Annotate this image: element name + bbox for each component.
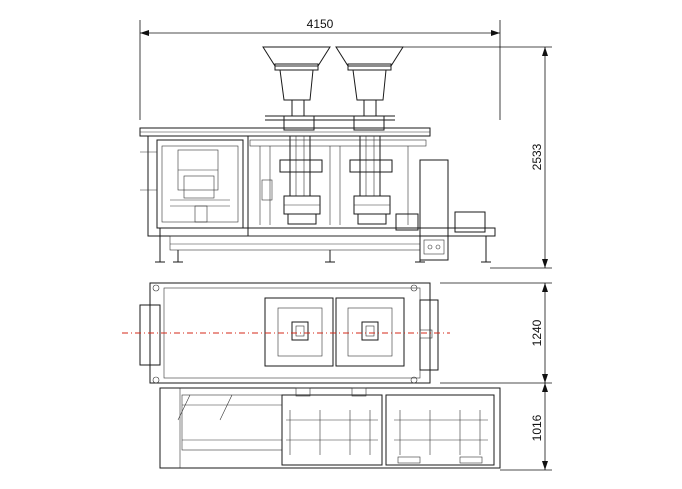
top-depth-label: 1240 bbox=[530, 319, 544, 346]
die-plate-right bbox=[335, 297, 405, 367]
hopper-left bbox=[262, 46, 331, 117]
top-view bbox=[122, 282, 450, 384]
hopper-right bbox=[335, 46, 404, 117]
dimension-top-depth: 1240 bbox=[440, 282, 552, 384]
dosing-unit-right bbox=[349, 115, 393, 225]
front-view bbox=[139, 46, 496, 263]
front-control-cabinet bbox=[395, 159, 486, 261]
platform-depth-label: 1016 bbox=[530, 414, 544, 441]
overall-width-label: 4150 bbox=[307, 17, 334, 31]
front-height-label: 2533 bbox=[530, 143, 544, 170]
front-base bbox=[155, 227, 496, 263]
front-enclosure bbox=[140, 135, 249, 237]
dimension-overall-width: 4150 bbox=[139, 17, 501, 120]
die-plate-left bbox=[264, 297, 334, 367]
platform-view bbox=[159, 387, 501, 469]
dimension-front-height: 2533 bbox=[395, 46, 552, 269]
dimension-platform-depth: 1016 bbox=[500, 383, 552, 471]
dosing-unit-left bbox=[279, 115, 323, 225]
platform-rails bbox=[286, 410, 488, 455]
